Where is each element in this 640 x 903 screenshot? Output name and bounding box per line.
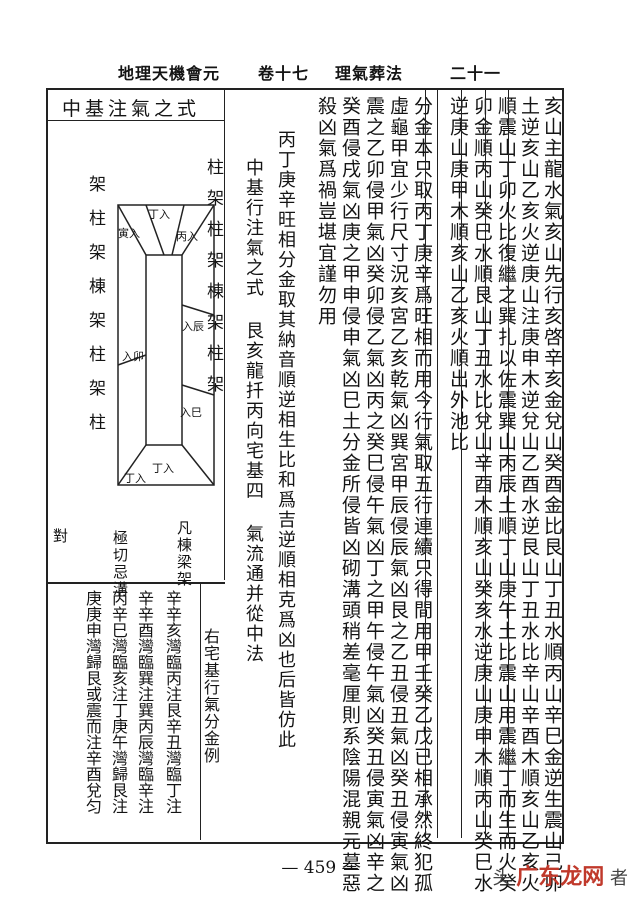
wedge-line-1 xyxy=(145,204,165,256)
text-column-9: 癸酉侵戌氣凶庚之甲申侵申氣凶巳土分金所侵皆凶砌溝頭稍差毫厘則系陰陽混親元墓惡 xyxy=(339,96,361,894)
column-rule-5 xyxy=(425,90,426,838)
text-column-11: 丙丁庚辛旺相分金取其納音順逆相生比和爲吉逆順相克爲凶也后皆仿此 xyxy=(275,130,296,750)
direction-marker: 寅入 xyxy=(118,227,140,240)
example-line-4: 庚庚申灣歸艮或震而注辛酉兌匀 xyxy=(83,590,102,814)
text-column-5: 逆庚山庚甲木順亥山乙亥火順出外池比 xyxy=(447,96,469,453)
diagram-note-1: 凡棟梁架 xyxy=(175,520,193,588)
column-rule-4 xyxy=(437,90,438,838)
volume-label: 卷十七 xyxy=(258,64,310,83)
wedge-line-5 xyxy=(117,354,147,366)
diagram-title-rule xyxy=(47,120,225,121)
wedge-line-2 xyxy=(171,204,185,256)
watermark-brand: 广东龙网 xyxy=(516,865,605,890)
qi-flow-diagram xyxy=(117,204,215,486)
text-column-4: 卯金順丙山癸巳水順艮山丁丑水比兌山辛酉木順亥山癸亥水逆庚山庚申木順丙山癸巳水 xyxy=(471,96,493,894)
center-column xyxy=(145,254,183,446)
diagram-column-right: 柱架柱架棟架柱架 xyxy=(203,158,223,406)
page-frame xyxy=(46,88,564,844)
direction-marker: 丁入 xyxy=(152,462,174,475)
diagram-title: 中基注氣之式 xyxy=(62,98,201,120)
direction-marker: 丁入 xyxy=(148,208,170,221)
column-rule-1 xyxy=(508,90,509,838)
text-column-7: 虛龜甲宜少行尺寸況亥宮乙亥乾氣凶巽宮甲辰侵辰氣凶艮之乙丑侵丑氣凶癸丑侵寅氣凶 xyxy=(387,96,409,894)
text-column-6: 分金本只取丙丁庚辛爲旺相而用今行氣取五行連續只得間用甲壬癸乙戊已相承然終犯孤 xyxy=(411,96,433,894)
direction-marker: 入卯 xyxy=(122,350,144,363)
diag-line-2 xyxy=(181,204,215,256)
page-number: — 459 — xyxy=(281,858,359,878)
example-line-2: 辛辛酉灣臨巽注巽丙辰灣臨辛注 xyxy=(135,590,154,814)
diag-line-1 xyxy=(117,204,147,256)
direction-marker: 入辰 xyxy=(182,320,204,333)
text-column-2: 土逆亥山乙亥火逆庚山注庚申木逆兌山乙酉水逆艮山丁丑水比辛山辛酉木順亥山乙亥火 xyxy=(518,96,540,894)
text-column-3: 順震山丁卯火比復繼之巽扎以佐震巽山丙辰土順丁山庚午土比震山用震繼丁而生而火癸 xyxy=(495,96,517,894)
diagram-note-3: 對 xyxy=(51,528,69,545)
diag-line-4 xyxy=(181,444,215,486)
watermark: 头 广东龙网 者 xyxy=(493,859,628,891)
diag-line-3 xyxy=(117,444,147,486)
column-rule-3 xyxy=(461,90,462,838)
text-column-10: 殺凶氣爲禍豈堪宜謹勿用 xyxy=(315,96,337,327)
direction-marker: 丁入 xyxy=(124,472,146,485)
column-rule-2 xyxy=(485,90,486,838)
text-column-12: 中基行注氣之式 艮亥龍扦丙向宅基四 氣流通并從中法 xyxy=(243,158,264,664)
example-divider xyxy=(200,582,201,840)
diagram-note-2: 極切忌溝 xyxy=(111,530,129,598)
diagram-divider-bottom xyxy=(47,582,225,584)
diagram-column-left: 架柱架棟架柱架柱 xyxy=(85,175,105,447)
example-heading: 右宅基行氣分金例 xyxy=(201,628,220,764)
book-title: 地理天機會元 xyxy=(118,64,221,83)
diagram-divider-right xyxy=(224,90,225,580)
example-line-1: 辛辛亥灣臨丙注艮辛丑灣臨丁注 xyxy=(163,590,182,814)
watermark-suffix: 者 xyxy=(610,868,628,889)
section-title: 理氣葬法 xyxy=(335,64,404,83)
wedge-line-4 xyxy=(181,384,215,396)
house-outline xyxy=(117,204,215,486)
example-line-3: 丙辛巳灣臨亥注丁庚午灣歸艮注 xyxy=(109,590,128,814)
direction-marker: 丙入 xyxy=(176,230,198,243)
text-column-1: 亥山主龍水氣亥山先行亥啓辛亥金兌山癸酉金比艮山丁丑水順丙山辛巳金逆生震山己卯 xyxy=(541,96,563,894)
page-label: 二十一 xyxy=(450,64,502,83)
text-column-8: 震之乙卯侵甲氣凶癸卯侵乙氣凶丙之癸巳侵午氣凶丁之甲午侵午氣凶癸丑侵寅氣凶辛之 xyxy=(363,96,385,894)
wedge-line-3 xyxy=(181,304,215,316)
direction-marker: 入巳 xyxy=(180,406,202,419)
watermark-prefix: 头 xyxy=(492,868,511,889)
